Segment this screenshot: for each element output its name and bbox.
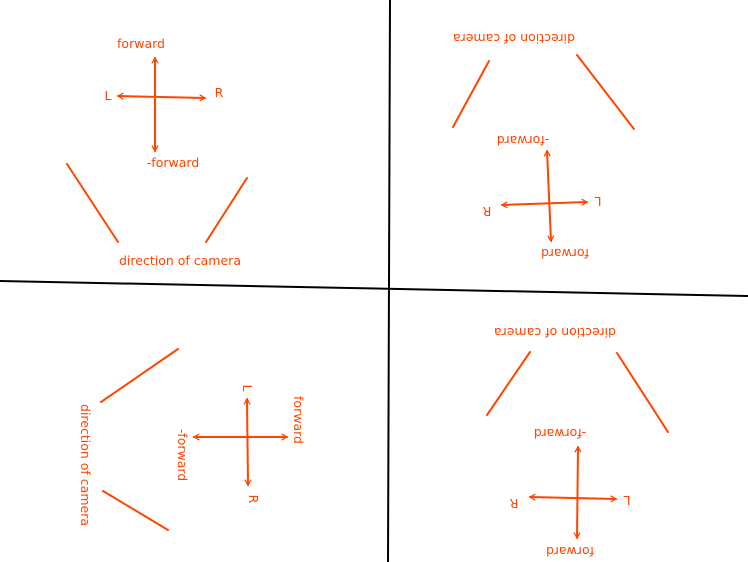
vertical-divider [387,0,391,562]
neg-forward-label: -forward [175,429,190,481]
lateral-axis-arrow [529,493,617,503]
forward-axis-arrow [543,150,555,242]
camera-direction-label: direction of camera [494,325,616,340]
right-label: R [482,204,491,219]
forward-label: forward [117,36,165,51]
camera-frustum-left-line [66,163,119,243]
forward-axis-arrow [573,446,582,539]
camera-frustum-right-line [205,177,248,243]
camera-direction-label: direction of camera [453,31,575,46]
forward-label: forward [546,544,594,559]
camera-frustum-left-line [486,351,531,416]
left-label: L [240,385,255,392]
right-label: R [246,495,261,504]
camera-frustum-left-line [452,60,490,128]
camera-direction-label: direction of camera [119,253,241,268]
lateral-axis-arrow [243,398,252,486]
camera-frustum-right-line [102,490,169,531]
camera-frustum-left-line [100,348,179,403]
right-label: R [509,496,518,511]
lateral-axis-arrow [117,92,206,102]
quadrant-top-left: forward -forward L R direction of camera [66,36,248,268]
quadrant-bottom-left: direction of camera -forward forward L R [78,348,306,531]
quadrant-top-right: direction of camera -forward R L forward [452,31,635,261]
left-label: L [105,88,112,103]
camera-direction-label: direction of camera [78,404,93,526]
left-label: L [623,493,630,508]
forward-label: forward [541,246,589,261]
horizontal-divider [0,280,748,297]
neg-forward-label: -forward [497,133,549,148]
lateral-axis-arrow [501,198,588,209]
right-label: R [215,85,224,100]
camera-frustum-right-line [616,352,669,433]
forward-label: forward [291,396,306,444]
neg-forward-label: -forward [534,426,586,441]
quadrant-bottom-right: direction of camera -forward R L forward [486,325,669,559]
neg-forward-label: -forward [147,155,199,170]
left-label: L [594,194,601,209]
camera-frustum-right-line [576,54,635,130]
